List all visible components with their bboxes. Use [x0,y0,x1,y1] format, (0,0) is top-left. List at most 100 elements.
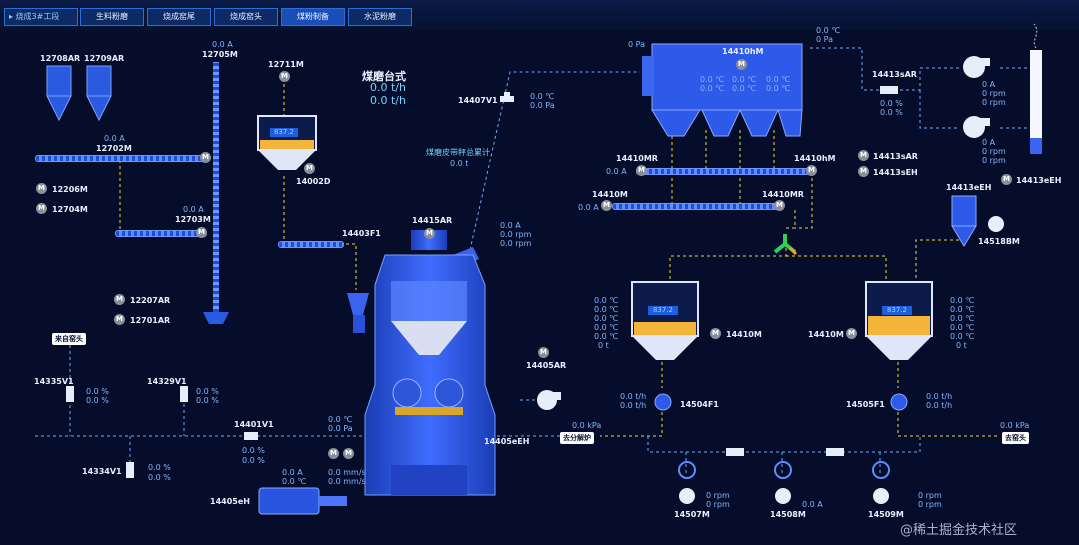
label-14505f1: 14505F1 [846,400,885,409]
motor-screw-1-icon[interactable]: M [806,165,817,176]
damper-14413sar[interactable] [878,84,900,96]
fan-14518bm[interactable] [986,214,1006,234]
vertical-roller-mill[interactable] [345,225,505,520]
right-bin-temp-4: 0.0 ℃ [950,323,975,332]
coal-hopper-14002d[interactable] [256,114,318,176]
label-12704m: 12704M [52,205,88,214]
valve-14335v1[interactable] [64,384,76,404]
14509m-speed-1: 0 rpm [918,491,942,500]
label-14410hm-screw: 14410hM [794,154,836,163]
motor-left-bin-icon[interactable]: M [710,328,721,339]
motor-12206m-icon[interactable]: M [36,183,47,194]
fan2-current: 0 A [982,138,996,147]
14334v1-open-2: 0.0 % [148,473,171,482]
breadcrumb[interactable]: ▸ 烧成3#工段 [4,8,78,26]
motor-right-bin-icon[interactable]: M [846,328,857,339]
14508m-current: 0.0 A [802,500,823,509]
valve-14401v1[interactable] [242,430,260,442]
to-kiln-head-pressure: 0.0 kPa [1000,421,1030,430]
motor-vib-2-icon[interactable]: M [343,448,354,459]
top-bar: ▸ 烧成3#工段 生料粉磨 烧成窑尾 烧成窑头 煤粉制备 水泥粉磨 [0,0,1079,30]
label-12711m: 12711M [268,60,304,69]
main-fan-2[interactable] [958,114,992,140]
screw-conveyor-14410m[interactable] [612,203,780,210]
motor-14002d-icon[interactable]: M [304,163,315,174]
coal-bin-left[interactable] [630,280,700,364]
feeder-14505f1[interactable] [890,392,908,412]
motor-14405ar-icon[interactable]: M [538,347,549,358]
label-12709ar: 12709AR [84,54,125,63]
elevator-base [203,312,229,324]
label-12703m: 12703M [175,215,211,224]
motor-14415ar-icon[interactable]: M [424,228,435,239]
motor-screw-2-icon[interactable]: M [774,200,785,211]
14504f1-rate-1: 0.0 t/h [620,392,647,401]
damper-open-1: 0.0 % [880,99,903,108]
tab-kiln-tail[interactable]: 烧成窑尾 [147,8,211,26]
three-way-valve[interactable] [772,232,798,256]
right-bin-temp-3: 0.0 ℃ [950,314,975,323]
pipe-valve-1[interactable] [724,446,746,458]
14507m-speed-2: 0 rpm [706,500,730,509]
left-bin-temp-2: 0.0 ℃ [594,305,619,314]
tab-raw-mill[interactable]: 生料粉磨 [80,8,144,26]
to-calciner-tag: 去分解炉 [560,432,594,444]
screw-conveyor-14410hm[interactable] [636,168,812,175]
label-14329v1: 14329V1 [147,377,187,386]
label-14507m: 14507M [674,510,710,519]
right-bin-weight: 0 t [956,341,967,350]
motor-14413sar-icon[interactable]: M [858,150,869,161]
label-14509m: 14509M [868,510,904,519]
label-12702m: 12702M [96,144,132,153]
tab-kiln-head[interactable]: 烧成窑头 [214,8,278,26]
label-14413seh: 14413sEH [873,168,918,177]
feeder-14504f1[interactable] [654,392,672,412]
fan1-speed-1: 0 rpm [982,89,1006,98]
motor-12704m-icon[interactable]: M [36,203,47,214]
conveyor-14403f1[interactable] [278,241,344,248]
blower-14507m[interactable] [676,460,698,506]
motor-screw-2b-icon[interactable]: M [601,200,612,211]
main-motor-14405eh[interactable] [255,484,350,518]
dust-collector-12708ar[interactable] [45,64,115,124]
left-bin-temp-5: 0.0 ℃ [594,332,619,341]
conveyor-12703m[interactable] [115,230,207,237]
label-right-14410m: 14410M [808,330,844,339]
pipe-valve-2[interactable] [824,446,846,458]
motor-12702m-icon[interactable]: M [200,152,211,163]
valve-14329v1[interactable] [178,384,190,404]
motor-12711m-icon[interactable]: M [279,71,290,82]
small-filter[interactable] [950,194,980,248]
damper-open-2: 0.0 % [880,108,903,117]
bag-filter-14410hm[interactable] [640,42,810,138]
12703m-current: 0.0 A [183,205,204,214]
filter-temp-2: 0.0 ℃ [700,84,725,93]
blower-14509m[interactable] [870,460,892,506]
label-12705m: 12705M [202,50,238,59]
motor-12703m-icon[interactable]: M [196,227,207,238]
label-12708ar: 12708AR [40,54,81,63]
blower-14508m[interactable] [772,460,794,506]
motor-14413eeh-icon[interactable]: M [1001,174,1012,185]
bucket-elevator-12705m[interactable] [213,62,219,324]
motor-12701ar-icon[interactable]: M [114,314,125,325]
motor-12207ar-icon[interactable]: M [114,294,125,305]
conveyor-12702m[interactable] [35,155,207,162]
seal-fan-14405ar[interactable] [533,388,563,412]
motor-vib-1-icon[interactable]: M [328,448,339,459]
filter-inlet-pressure: 0 Pa [628,40,645,49]
left-bin-weight: 0 t [598,341,609,350]
motor-14413seh-icon[interactable]: M [858,166,869,177]
tab-coal-prep[interactable]: 煤粉制备 [281,8,345,26]
14405eh-temp: 0.0 ℃ [282,477,307,486]
tab-cement-mill[interactable]: 水泥粉磨 [348,8,412,26]
valve-14407v1[interactable] [498,92,516,106]
valve-14334v1[interactable] [124,460,136,480]
label-14518bm: 14518BM [978,237,1020,246]
motor-screw-1b-icon[interactable]: M [636,165,647,176]
main-fan-1[interactable] [958,54,992,80]
coal-bin-right[interactable] [864,280,934,364]
motor-filter-icon[interactable]: M [736,59,747,70]
14329v1-open-1: 0.0 % [196,387,219,396]
14507m-speed-1: 0 rpm [706,491,730,500]
